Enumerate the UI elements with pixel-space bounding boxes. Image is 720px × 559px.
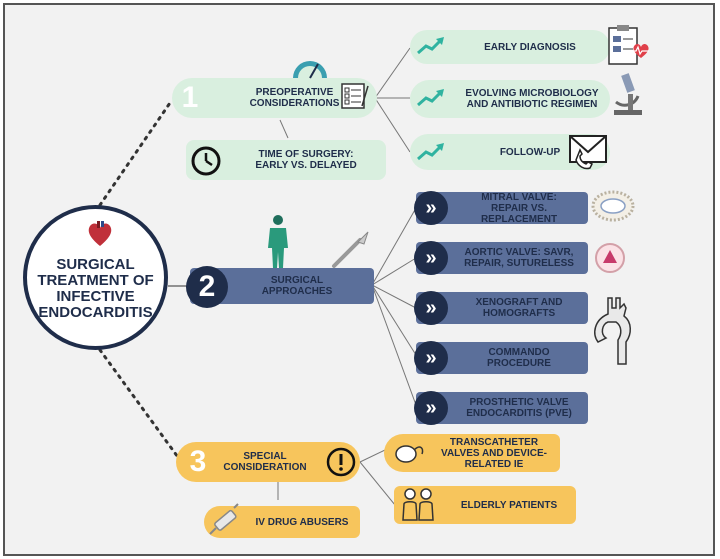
elderly-couple-icon [402, 488, 434, 521]
iv-drug-abusers-label: IV DRUG ABUSERS [255, 516, 349, 528]
device-icon [395, 445, 424, 463]
clock-icon [191, 146, 221, 176]
xenograft-label: XENOGRAFT AND HOMOGRAFTS [475, 297, 563, 319]
special-consideration-label: SPECIAL CONSIDERATION [223, 451, 307, 473]
envelope-phone-icon [569, 135, 607, 170]
exclamation-icon [326, 447, 356, 477]
medical-clipboard-icon [608, 25, 649, 65]
heart-icon [88, 221, 112, 246]
mitral-valve-label: MITRAL VALVE: REPAIR VS. REPLACEMENT [480, 191, 558, 225]
chevron-right-icon: » [414, 341, 448, 375]
early-diagnosis-label: EARLY DIAGNOSIS [484, 41, 576, 53]
chevron-right-icon: » [414, 241, 448, 275]
branch-1-number: 1 [181, 81, 199, 114]
surgeon-icon [268, 215, 288, 268]
transcatheter-valves-label: TRANSCATHETER VALVES AND DEVICE-RELATED … [441, 436, 547, 470]
special-consideration-pill: SPECIAL CONSIDERATION [176, 442, 360, 482]
mitral-ring-icon [591, 190, 635, 222]
evolving-microbiology-pill: EVOLVING MICROBIOLOGY AND ANTIBIOTIC REG… [410, 80, 610, 118]
gauge-icon [293, 61, 327, 79]
scalpel-icon [332, 231, 369, 268]
transcatheter-valves-pill: TRANSCATHETER VALVES AND DEVICE-RELATED … [384, 434, 560, 472]
elderly-patients-label: ELDERLY PATIENTS [460, 499, 558, 511]
prosthetic-valve-label: PROSTHETIC VALVE ENDOCARDITIS (PVE) [466, 397, 572, 419]
trend-arrow-icon [417, 89, 444, 107]
chevron-right-icon: » [414, 191, 448, 225]
aortic-valve-icon [595, 243, 625, 273]
preoperative-considerations-label: PREOPERATIVE CONSIDERATIONS [249, 87, 340, 109]
center-title: SURGICAL TREATMENT OF INFECTIVE ENDOCARD… [37, 255, 154, 321]
trend-arrow-icon [417, 143, 444, 161]
aorta-graft-icon [594, 297, 631, 365]
microscope-icon [614, 73, 642, 115]
trend-arrow-icon [417, 37, 444, 55]
chevron-right-icon: » [414, 391, 448, 425]
surgical-approaches-label: SURGICAL APPROACHES [261, 275, 333, 297]
evolving-microbiology-label: EVOLVING MICROBIOLOGY AND ANTIBIOTIC REG… [465, 88, 599, 110]
aortic-valve-label: AORTIC VALVE: SAVR, REPAIR, SUTURELESS [464, 247, 574, 269]
early-diagnosis-pill: EARLY DIAGNOSIS [410, 30, 610, 64]
branch-3-number: 3 [189, 445, 207, 478]
center-circle: SURGICAL TREATMENT OF INFECTIVE ENDOCARD… [23, 205, 168, 350]
chevron-right-icon: » [414, 291, 448, 325]
checklist-icon [341, 83, 369, 109]
follow-up-label: FOLLOW-UP [499, 146, 561, 158]
time-of-surgery-label: TIME OF SURGERY: EARLY VS. DELAYED [255, 149, 357, 171]
syringe-icon [209, 503, 239, 535]
branch-2-number: 2 [186, 266, 228, 308]
commando-procedure-label: COMMANDO PROCEDURE [487, 347, 551, 369]
